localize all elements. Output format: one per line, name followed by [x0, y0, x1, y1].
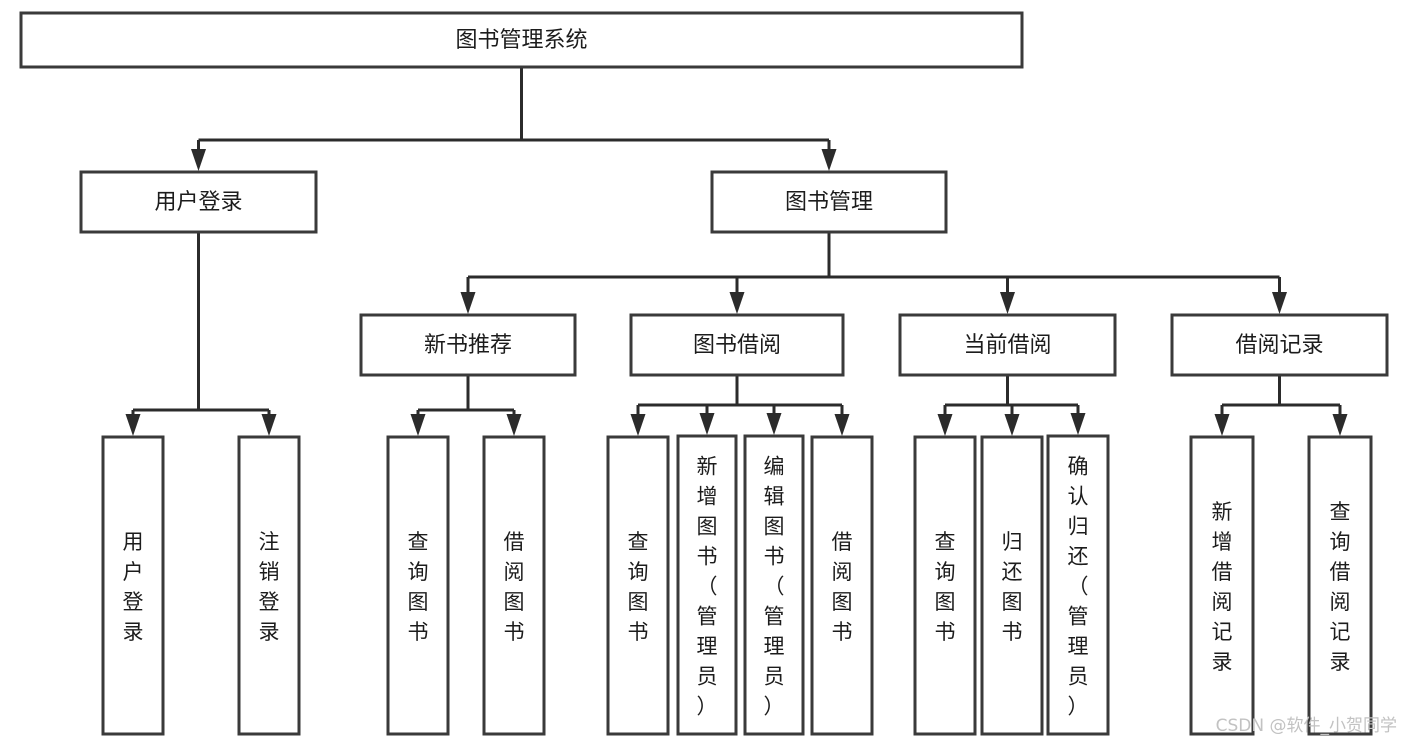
node-root[interactable]: 图书管理系统	[19, 11, 1024, 69]
node-leaf-cur-query-book[interactable]: 查询图书	[913, 435, 977, 736]
node-box-leaf-user-logout[interactable]	[237, 435, 301, 736]
edge-group-new-book-rec	[410, 375, 522, 436]
node-leaf-borrow-query-book[interactable]: 查询图书	[606, 435, 670, 736]
edge-group-borrow-record	[1214, 375, 1348, 436]
node-box-leaf-borrow-edit-book[interactable]	[743, 434, 805, 736]
node-label-leaf-borrow-query-book: 查询图书	[628, 530, 649, 644]
node-label-root: 图书管理系统	[455, 28, 587, 53]
node-box-leaf-borrow-borrow-book[interactable]	[810, 435, 874, 736]
node-label-leaf-cur-return-book: 归还图书	[1002, 530, 1023, 644]
edge-group-user-login	[125, 232, 277, 436]
node-box-current-borrow[interactable]	[898, 313, 1117, 377]
node-box-leaf-cur-confirm-return[interactable]	[1046, 434, 1110, 736]
node-box-leaf-rec-borrow-book[interactable]	[482, 435, 546, 736]
node-box-leaf-borrow-query-book[interactable]	[606, 435, 670, 736]
node-label-current-borrow: 当前借阅	[963, 333, 1051, 358]
edge-group-book-borrow	[630, 375, 850, 436]
node-box-new-book-rec[interactable]	[359, 313, 577, 377]
node-leaf-rec-borrow-book[interactable]: 借阅图书	[482, 435, 546, 736]
node-label-leaf-cur-confirm-return: 确认归还（管理员）	[1068, 454, 1089, 718]
node-box-user-login[interactable]	[79, 170, 318, 234]
node-leaf-cur-return-book[interactable]: 归还图书	[980, 435, 1044, 736]
node-leaf-borrow-edit-book[interactable]: 编辑图书（管理员）	[743, 434, 805, 736]
node-box-book-manage[interactable]	[710, 170, 948, 234]
connector-layer	[125, 67, 1348, 436]
node-label-borrow-record: 借阅记录	[1235, 333, 1323, 358]
node-label-leaf-rec-borrow-book: 借阅图书	[504, 530, 525, 644]
node-box-leaf-rec-query-record[interactable]	[1307, 435, 1373, 736]
node-leaf-borrow-borrow-book[interactable]: 借阅图书	[810, 435, 874, 736]
edge-group-root	[191, 67, 837, 171]
node-leaf-rec-query-record[interactable]: 查询借阅记录	[1307, 435, 1373, 736]
node-box-leaf-rec-add-record[interactable]	[1189, 435, 1255, 736]
node-box-borrow-record[interactable]	[1170, 313, 1389, 377]
node-leaf-rec-query-book[interactable]: 查询图书	[386, 435, 450, 736]
node-label-leaf-borrow-add-book: 新增图书（管理员）	[697, 454, 718, 718]
node-label-leaf-rec-query-book: 查询图书	[408, 530, 429, 644]
node-label-book-borrow: 图书借阅	[693, 333, 781, 358]
node-label-leaf-rec-query-record: 查询借阅记录	[1330, 500, 1351, 674]
node-leaf-borrow-add-book[interactable]: 新增图书（管理员）	[676, 434, 738, 736]
node-label-leaf-borrow-edit-book: 编辑图书（管理员）	[764, 454, 785, 718]
node-book-manage[interactable]: 图书管理	[710, 170, 948, 234]
node-box-root[interactable]	[19, 11, 1024, 69]
node-box-leaf-borrow-add-book[interactable]	[676, 434, 738, 736]
node-borrow-record[interactable]: 借阅记录	[1170, 313, 1389, 377]
node-new-book-rec[interactable]: 新书推荐	[359, 313, 577, 377]
node-leaf-user-logout[interactable]: 注销登录	[237, 435, 301, 736]
node-box-leaf-rec-query-book[interactable]	[386, 435, 450, 736]
edge-group-current-borrow	[937, 375, 1086, 436]
node-label-user-login: 用户登录	[154, 190, 242, 215]
node-book-borrow[interactable]: 图书借阅	[629, 313, 845, 377]
node-leaf-user-login[interactable]: 用户登录	[101, 435, 165, 736]
node-box-book-borrow[interactable]	[629, 313, 845, 377]
node-box-layer: 图书管理系统用户登录图书管理新书推荐图书借阅当前借阅借阅记录用户登录注销登录查询…	[19, 11, 1389, 736]
node-label-leaf-cur-query-book: 查询图书	[935, 530, 956, 644]
node-user-login[interactable]: 用户登录	[79, 170, 318, 234]
node-leaf-rec-add-record[interactable]: 新增借阅记录	[1189, 435, 1255, 736]
node-box-leaf-cur-return-book[interactable]	[980, 435, 1044, 736]
csdn-watermark: CSDN @软件_小贺同学	[1216, 716, 1397, 736]
node-label-leaf-user-logout: 注销登录	[259, 530, 280, 644]
node-label-leaf-user-login: 用户登录	[123, 530, 144, 644]
edge-group-book-manage	[460, 232, 1287, 314]
node-current-borrow[interactable]: 当前借阅	[898, 313, 1117, 377]
node-label-leaf-rec-add-record: 新增借阅记录	[1212, 500, 1233, 674]
node-box-leaf-cur-query-book[interactable]	[913, 435, 977, 736]
node-label-book-manage: 图书管理	[785, 190, 873, 215]
node-label-new-book-rec: 新书推荐	[424, 333, 512, 358]
node-label-leaf-borrow-borrow-book: 借阅图书	[832, 530, 853, 644]
node-leaf-cur-confirm-return[interactable]: 确认归还（管理员）	[1046, 434, 1110, 736]
node-box-leaf-user-login[interactable]	[101, 435, 165, 736]
